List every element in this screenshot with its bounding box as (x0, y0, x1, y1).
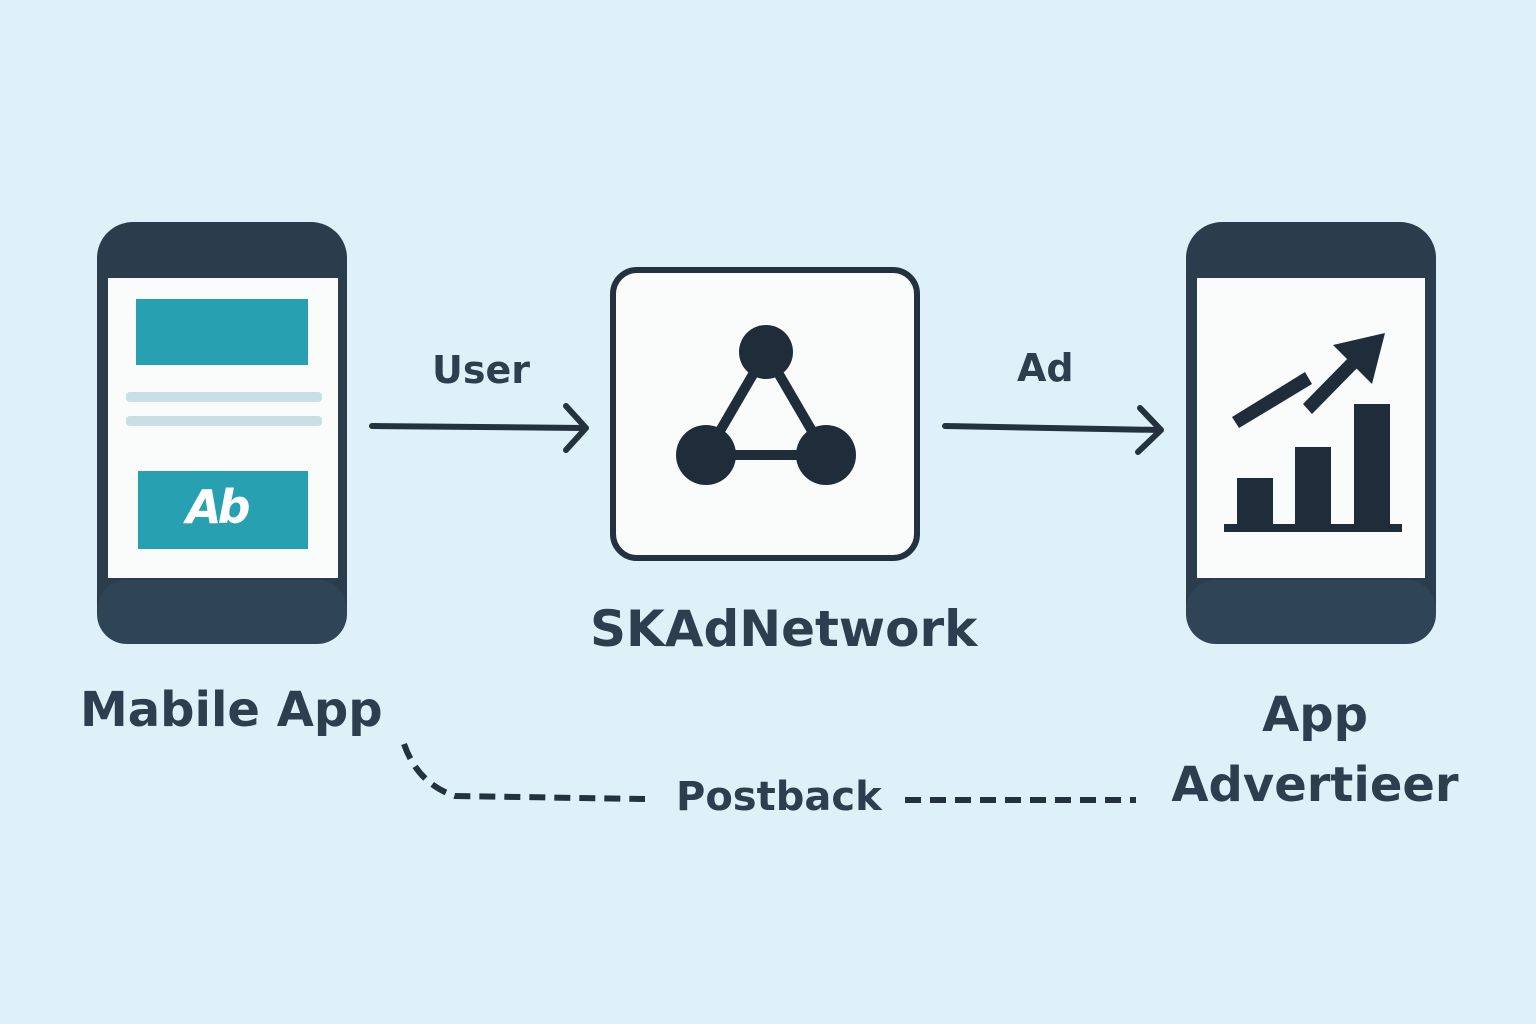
advertiser-label: App Advertieer (1170, 680, 1460, 820)
ad-edge-label: Ad (1017, 346, 1074, 390)
skadnetwork-label: SKAdNetwork (590, 600, 978, 658)
user-arrow (369, 403, 589, 453)
postback-edge-label: Postback (676, 774, 882, 820)
user-edge-label: User (432, 348, 530, 392)
text-line (126, 392, 322, 402)
growth-chart-icon (1224, 333, 1402, 532)
mobile-phone-icon (97, 222, 347, 644)
skadnetwork-node (610, 267, 920, 561)
ad-banner-text: Ab (186, 480, 251, 534)
advertiser-phone-icon (1186, 222, 1436, 644)
advertiser-label-line1: App (1262, 687, 1368, 743)
advertiser-label-line2: Advertieer (1171, 757, 1459, 813)
content-banner (136, 299, 308, 365)
mobile-app-label: Mabile App (80, 682, 383, 738)
ad-banner (138, 471, 308, 549)
postback-line (401, 742, 1136, 803)
text-line (126, 416, 322, 426)
ad-arrow (942, 405, 1164, 455)
network-icon (676, 325, 856, 485)
